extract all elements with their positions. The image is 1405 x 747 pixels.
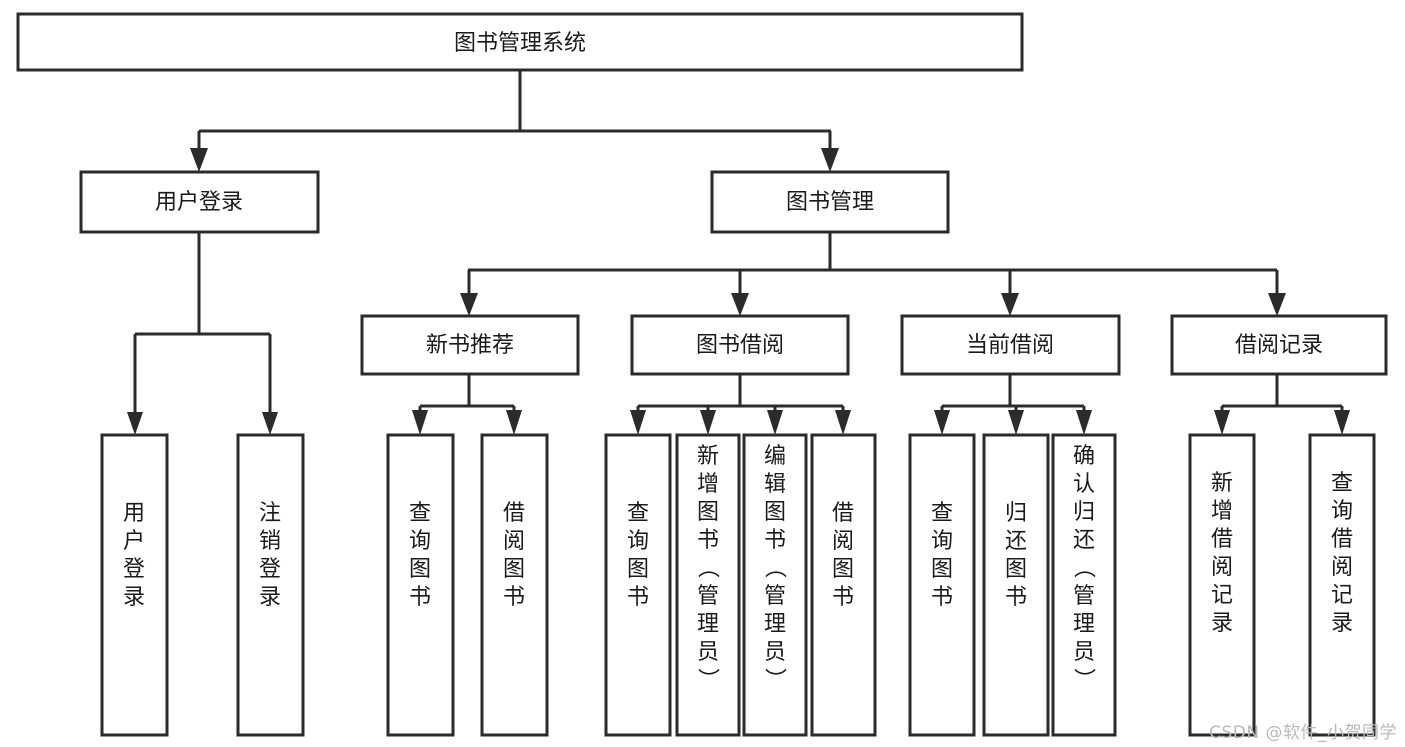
csdn-watermark: CSDN @软件_小贺同学 — [1209, 723, 1397, 743]
arrow-head-leaf-query-record — [1334, 410, 1350, 435]
node-book-manage-label: 图书管理 — [786, 190, 874, 215]
connector-group-borrow-record — [1214, 374, 1350, 435]
node-leaf-query-book-2-label: 查询图书 — [627, 501, 649, 610]
node-borrow-record-box[interactable] — [1170, 314, 1388, 376]
node-current-borrow[interactable]: 当前借阅 — [900, 314, 1121, 376]
node-leaf-logout-label: 注销登录 — [259, 501, 281, 610]
node-leaf-borrow-book-2-box[interactable] — [810, 433, 877, 737]
node-book-manage[interactable]: 图书管理 — [710, 170, 950, 234]
node-leaf-logout-box[interactable] — [236, 433, 305, 737]
node-root[interactable]: 图书管理系统 — [16, 12, 1024, 72]
arrow-head-leaf-query-book-3 — [934, 410, 950, 435]
node-book-borrow-box[interactable] — [630, 314, 850, 376]
arrow-head-leaf-logout — [262, 412, 278, 435]
node-root-box[interactable] — [16, 12, 1024, 72]
connector-group-book-borrow — [630, 374, 851, 435]
node-user-login[interactable]: 用户登录 — [79, 170, 320, 234]
arrow-head-new-book-rec — [460, 293, 478, 316]
node-current-borrow-box[interactable] — [900, 314, 1121, 376]
node-leaf-query-book-2-box[interactable] — [604, 433, 672, 737]
node-borrow-record[interactable]: 借阅记录 — [1170, 314, 1388, 376]
node-leaf-query-book-2[interactable]: 查询图书 — [604, 433, 672, 737]
arrow-head-book-manage — [821, 148, 839, 172]
arrow-head-leaf-add-record — [1214, 410, 1230, 435]
node-leaf-user-login-label: 用户登录 — [123, 501, 145, 610]
node-leaf-confirm-return-label: 确认归还︵管理员︶ — [1073, 444, 1096, 693]
node-book-borrow[interactable]: 图书借阅 — [630, 314, 850, 376]
connector-group-root — [190, 70, 839, 172]
arrow-head-leaf-borrow-book-2 — [835, 410, 851, 435]
arrow-head-leaf-confirm-return — [1076, 410, 1092, 435]
arrow-head-leaf-edit-book — [767, 410, 783, 435]
node-root-label: 图书管理系统 — [454, 31, 586, 56]
connector-group-new-book-rec — [412, 374, 522, 435]
node-leaf-borrow-book-2[interactable]: 借阅图书 — [810, 433, 877, 737]
arrow-head-current-borrow — [1001, 293, 1019, 316]
node-leaf-borrow-book-1[interactable]: 借阅图书 — [480, 433, 549, 737]
node-leaf-borrow-book-2-label: 借阅图书 — [832, 501, 854, 610]
node-book-manage-box[interactable] — [710, 170, 950, 234]
arrow-head-leaf-add-book — [700, 410, 716, 435]
node-leaf-query-record-box[interactable] — [1308, 433, 1376, 737]
arrow-head-leaf-query-book-1 — [412, 410, 428, 435]
node-user-login-label: 用户登录 — [155, 190, 243, 215]
node-leaf-return-book-box[interactable] — [982, 433, 1050, 737]
arrow-head-leaf-borrow-book-1 — [506, 410, 522, 435]
node-leaf-borrow-book-1-label: 借阅图书 — [503, 501, 525, 610]
node-leaf-add-record-box[interactable] — [1188, 433, 1256, 737]
node-leaf-user-login[interactable]: 用户登录 — [100, 433, 169, 737]
arrow-head-borrow-record — [1268, 293, 1286, 316]
node-leaf-edit-book-box[interactable] — [742, 433, 808, 737]
node-leaf-edit-book[interactable]: 编辑图书︵管理员︶ — [742, 433, 808, 737]
arrow-head-leaf-user-login — [127, 412, 143, 435]
node-leaf-query-record[interactable]: 查询借阅记录 — [1308, 433, 1376, 737]
node-leaf-add-book-box[interactable] — [675, 433, 741, 737]
node-leaf-add-book[interactable]: 新增图书︵管理员︶ — [675, 433, 741, 737]
node-leaf-logout[interactable]: 注销登录 — [236, 433, 305, 737]
connector-group-current-borrow — [934, 374, 1092, 435]
node-leaf-add-record-label: 新增借阅记录 — [1211, 471, 1233, 636]
node-leaf-query-book-3[interactable]: 查询图书 — [908, 433, 976, 737]
node-leaf-query-book-1-box[interactable] — [386, 433, 455, 737]
arrow-head-leaf-return-book — [1008, 410, 1024, 435]
node-leaf-query-book-3-box[interactable] — [908, 433, 976, 737]
node-new-book-rec-label: 新书推荐 — [426, 333, 514, 358]
node-new-book-rec-box[interactable] — [360, 314, 580, 376]
node-leaf-query-book-1-label: 查询图书 — [409, 501, 431, 610]
node-current-borrow-label: 当前借阅 — [966, 333, 1054, 358]
node-borrow-record-label: 借阅记录 — [1235, 333, 1323, 358]
node-leaf-return-book-label: 归还图书 — [1005, 501, 1027, 610]
node-user-login-box[interactable] — [79, 170, 320, 234]
node-book-borrow-label: 图书借阅 — [696, 333, 784, 358]
connector-group-user-login — [127, 232, 278, 435]
node-leaf-query-record-label: 查询借阅记录 — [1331, 471, 1353, 636]
arrow-head-user-login — [190, 148, 208, 172]
node-new-book-rec[interactable]: 新书推荐 — [360, 314, 580, 376]
arrow-head-book-borrow — [731, 293, 749, 316]
node-leaf-borrow-book-1-box[interactable] — [480, 433, 549, 737]
node-leaf-edit-book-label: 编辑图书︵管理员︶ — [764, 444, 787, 693]
node-leaf-return-book[interactable]: 归还图书 — [982, 433, 1050, 737]
node-leaf-confirm-return-box[interactable] — [1051, 433, 1117, 737]
node-leaf-add-book-label: 新增图书︵管理员︶ — [697, 444, 720, 693]
node-leaf-add-record[interactable]: 新增借阅记录 — [1188, 433, 1256, 737]
arrow-head-leaf-query-book-2 — [630, 410, 646, 435]
node-leaf-query-book-3-label: 查询图书 — [931, 501, 953, 610]
node-leaf-user-login-box[interactable] — [100, 433, 169, 737]
node-leaf-query-book-1[interactable]: 查询图书 — [386, 433, 455, 737]
node-leaf-confirm-return[interactable]: 确认归还︵管理员︶ — [1051, 433, 1117, 737]
connector-group-book-manage — [460, 232, 1286, 316]
